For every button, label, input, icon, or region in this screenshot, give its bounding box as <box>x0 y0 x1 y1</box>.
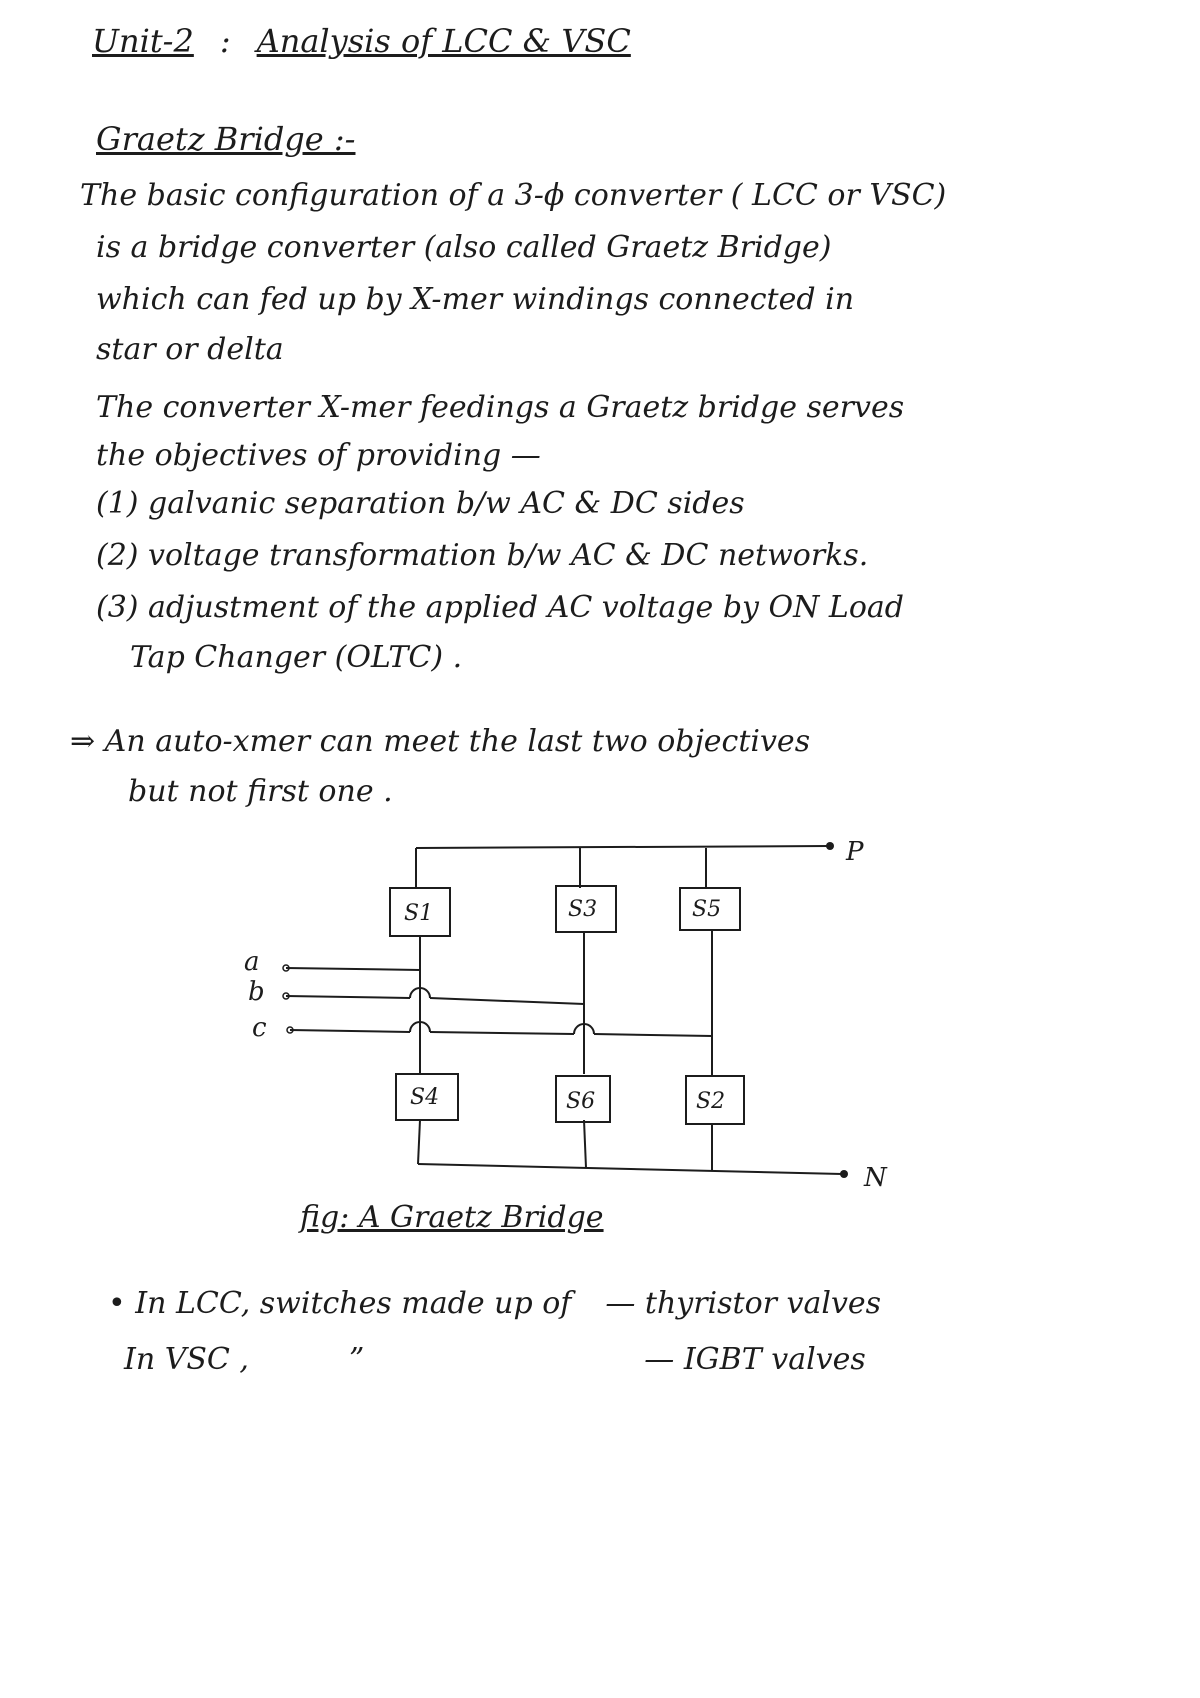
phase-b-wire <box>429 997 585 1005</box>
ditto-mark: ” <box>348 1342 365 1377</box>
switch-box <box>395 1073 459 1121</box>
switch-label: S1 <box>404 901 433 926</box>
footer-text: In VSC , <box>124 1342 249 1377</box>
wire-crossover <box>573 1023 595 1035</box>
switch-label: S4 <box>410 1085 439 1110</box>
section-heading: Graetz Bridge :- <box>96 120 356 158</box>
leg-wire <box>417 1119 421 1165</box>
note-line: but not first one . <box>128 774 393 809</box>
switch-label: S5 <box>692 897 721 922</box>
footer-line-2: In VSC , ” — IGBT valves <box>124 1342 866 1377</box>
wire-crossover <box>409 1021 431 1033</box>
unit-label: Unit-2 <box>92 22 194 60</box>
footer-text: — thyristor valves <box>605 1286 882 1321</box>
phase-b-wire <box>285 995 411 999</box>
terminal-dot <box>840 1170 848 1178</box>
page-title: Unit-2: Analysis of LCC & VSC <box>92 22 631 60</box>
figure-caption: fig: A Graetz Bridge <box>300 1200 604 1235</box>
title-colon: : <box>219 22 231 60</box>
switch-label: S3 <box>568 897 597 922</box>
switch-label: S2 <box>696 1089 725 1114</box>
input-terminal <box>286 1026 294 1034</box>
phase-c-wire <box>429 1031 575 1035</box>
phase-c-wire <box>289 1029 411 1033</box>
input-label: b <box>248 977 265 1007</box>
terminal-dot <box>826 842 834 850</box>
footer-line-1: • In LCC, switches made up of — thyristor… <box>108 1286 881 1321</box>
switch-box <box>685 1075 745 1125</box>
paragraph-line: is a bridge converter (also called Graet… <box>96 230 832 265</box>
objective-item: Tap Changer (OLTC) . <box>130 640 463 675</box>
input-terminal <box>282 992 290 1000</box>
switch-box <box>679 887 741 931</box>
unit-title: Analysis of LCC & VSC <box>256 22 631 60</box>
objective-item: (2) voltage transformation b/w AC & DC n… <box>96 538 869 573</box>
switch-box <box>555 885 617 933</box>
paragraph-line: The basic configuration of a 3-ϕ convert… <box>80 178 947 213</box>
wire-crossover <box>409 987 431 999</box>
switch-box <box>555 1075 611 1123</box>
objective-item: (3) adjustment of the applied AC voltage… <box>96 590 904 625</box>
paragraph-line: The converter X-mer feedings a Graetz br… <box>96 390 905 425</box>
negative-bus-line <box>417 1163 843 1175</box>
switch-label: S6 <box>566 1089 595 1114</box>
terminal-n-label: N <box>863 1163 888 1193</box>
objective-item: (1) galvanic separation b/w AC & DC side… <box>96 486 745 521</box>
note-line: ⇒ An auto-xmer can meet the last two obj… <box>70 724 811 759</box>
phase-a-wire <box>285 967 421 971</box>
phase-c-wire <box>593 1033 713 1037</box>
paragraph-line: which can fed up by X-mer windings conne… <box>96 282 855 317</box>
footer-text: • In LCC, switches made up of <box>108 1286 572 1321</box>
paragraph-line: the objectives of providing — <box>96 438 541 473</box>
terminal-p-label: P <box>845 837 864 867</box>
input-terminal <box>282 964 290 972</box>
footer-text: — IGBT valves <box>644 1342 866 1377</box>
switch-box <box>389 887 451 937</box>
positive-bus-line <box>415 845 831 849</box>
leg-wire <box>583 1119 587 1169</box>
input-label: a <box>244 947 260 977</box>
input-label: c <box>252 1013 267 1043</box>
paragraph-line: star or delta <box>96 332 284 367</box>
